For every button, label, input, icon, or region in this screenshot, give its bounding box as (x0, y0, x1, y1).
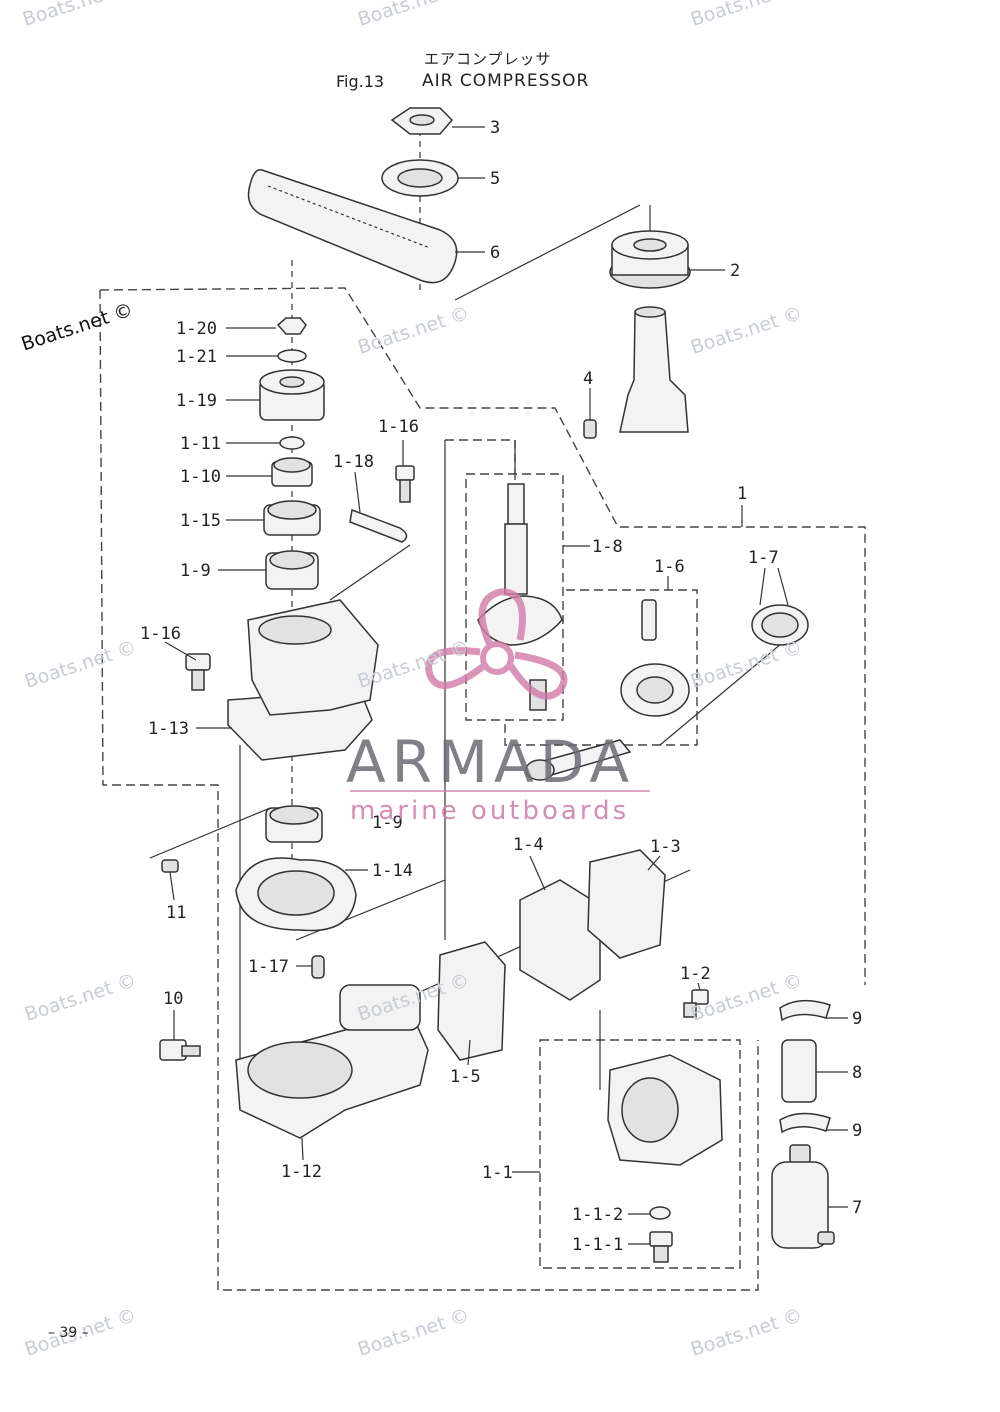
callout-label: 1-3 (650, 837, 681, 857)
brand-tagline: marine outboards (350, 796, 630, 826)
part-gasket-1-5 (437, 941, 506, 1061)
callout-label: 1-14 (372, 861, 413, 881)
callout-label: 1-7 (748, 548, 779, 568)
diagram-header: エアコンプレッサ Fig.13 AIR COMPRESSOR (0, 0, 1000, 100)
callout-label: 1-21 (176, 347, 217, 367)
subassembly-boundary-left (99, 289, 759, 1291)
part-nut-1-20 (276, 317, 307, 335)
callout-label: 1-6 (654, 557, 685, 577)
callout-label: 1-1-1 (572, 1235, 623, 1255)
brand-name: ARMADA (346, 728, 636, 796)
part-bearing-1-9-upper (265, 550, 319, 590)
part-bolt-1-16-lower (185, 653, 211, 691)
callout-label: 11 (166, 903, 186, 923)
part-hose-8 (781, 1039, 817, 1103)
part-plug-1-1-1 (649, 1231, 673, 1263)
part-plate-1-18 (349, 508, 408, 543)
part-piston (620, 663, 690, 717)
callout-label: 1-18 (333, 452, 374, 472)
part-plate-1-4 (519, 879, 601, 1001)
callout-leaders (164, 126, 848, 1245)
callout-label: 1-9 (372, 813, 403, 833)
callout-label: 1-8 (592, 537, 623, 557)
subassembly-boundary-top (99, 287, 866, 985)
part-pin-11 (161, 859, 179, 873)
callout-label: 9 (852, 1121, 862, 1141)
part-connecting-rod (525, 739, 632, 781)
shaft-leader-dash (445, 439, 516, 474)
part-washer-1-21 (277, 349, 307, 363)
callout-label: 1-11 (180, 434, 221, 454)
callout-label: 1-1 (482, 1163, 513, 1183)
part-clip-9-lower (779, 1112, 831, 1134)
callout-label: 1-2 (680, 964, 711, 984)
callout-labels: 3 5 6 2 4 1 1-20 1-21 1-19 1-11 1-10 1-1… (140, 118, 862, 1255)
callout-label: 7 (852, 1198, 862, 1218)
part-filter-7 (771, 1144, 835, 1249)
callout-label: 6 (490, 243, 500, 263)
part-bolt-10 (159, 1039, 201, 1061)
callout-label: 1-15 (180, 511, 221, 531)
callout-label: 1-9 (180, 561, 211, 581)
callout-label: 4 (583, 369, 593, 389)
callout-label: 1-12 (281, 1162, 322, 1182)
callout-label: 1-1-2 (572, 1205, 623, 1225)
part-washer-1-1-2 (649, 1206, 671, 1220)
figure-title: AIR COMPRESSOR (422, 71, 590, 91)
brand-divider (350, 790, 650, 792)
part-gear-1-19 (259, 369, 325, 421)
part-seal-1-10 (271, 457, 313, 487)
callout-label: 5 (490, 169, 500, 189)
part-timing-belt-6 (247, 169, 458, 284)
callout-label: 1-16 (378, 417, 419, 437)
piston-group-box (504, 589, 698, 746)
japanese-title: エアコンプレッサ (424, 50, 552, 68)
callout-label: 1 (737, 484, 747, 504)
callout-label: 1-20 (176, 319, 217, 339)
callout-label: 1-19 (176, 391, 217, 411)
part-bearing-1-15 (263, 500, 321, 536)
part-housing-1-13 (227, 599, 379, 761)
figure-number: Fig.13 (336, 72, 385, 91)
part-cylinder-head-1-1 (607, 1054, 723, 1166)
brand-emblem-icon (425, 588, 568, 700)
cylinder-head-group-box (539, 1039, 741, 1269)
callout-label: 1-5 (450, 1067, 481, 1087)
callout-label: 10 (163, 989, 183, 1009)
callout-label: 9 (852, 1009, 862, 1029)
part-clip-9-upper (779, 999, 831, 1022)
callout-label: 1-16 (140, 624, 181, 644)
part-pulley-2 (609, 230, 691, 289)
callout-label: 8 (852, 1063, 862, 1083)
part-crankcase-1-12 (235, 984, 429, 1139)
part-key-4 (583, 419, 597, 439)
callout-label: 1-10 (180, 467, 221, 487)
callout-label: 3 (490, 118, 500, 138)
part-bearing-1-9-lower (265, 805, 323, 843)
page-number: – 39 – (48, 1325, 89, 1341)
callout-label: 2 (730, 261, 740, 281)
callout-label: 1-4 (513, 835, 544, 855)
callout-label: 1-13 (148, 719, 189, 739)
part-pin-1-6 (641, 599, 657, 641)
part-nut-3 (390, 107, 454, 135)
part-washer-1-11 (279, 436, 305, 450)
part-plate-1-3 (587, 849, 666, 959)
part-drive-shaft (619, 306, 689, 433)
part-bolt-1-16-upper (395, 465, 415, 503)
callout-label: 1-17 (248, 957, 289, 977)
part-pin-1-17 (311, 955, 325, 979)
